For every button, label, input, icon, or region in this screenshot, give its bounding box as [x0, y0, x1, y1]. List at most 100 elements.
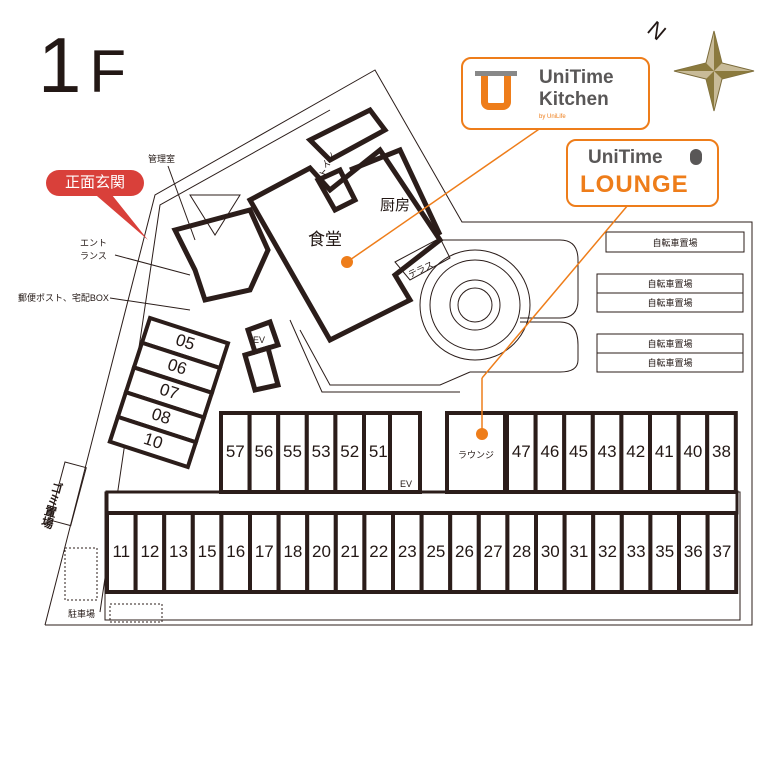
room-outline	[305, 511, 338, 594]
lounge-leader-line	[481, 204, 629, 379]
entrance-label: ランス	[80, 251, 107, 261]
room-number: 27	[484, 542, 503, 561]
ev-label: EV	[400, 479, 412, 489]
entrance-badge-pointer	[90, 190, 148, 240]
room-number: 26	[455, 542, 474, 561]
bike-parking-label: 自転車置場	[652, 237, 697, 248]
room: 15	[190, 511, 224, 594]
mailbox-leader-line	[109, 297, 191, 311]
room-number: 51	[369, 442, 388, 461]
room: 21	[333, 511, 367, 594]
room: 17	[248, 511, 281, 594]
garbage-area	[48, 461, 87, 527]
room-number: 06	[165, 355, 189, 379]
ev-label: EV	[253, 335, 265, 345]
room-number: 30	[541, 542, 560, 561]
pot-u-icon	[481, 75, 511, 110]
lounge-room	[445, 411, 507, 494]
room: 08	[115, 389, 207, 445]
room-outline	[591, 511, 624, 594]
room-number: 32	[598, 542, 617, 561]
dining-building	[171, 106, 451, 344]
room-outline	[276, 411, 309, 494]
room: 13	[162, 511, 195, 594]
room-number: 57	[226, 442, 245, 461]
dining-marker	[341, 256, 353, 268]
room-number: 22	[369, 542, 388, 561]
room-number: 25	[426, 542, 445, 561]
room-number: 15	[198, 542, 217, 561]
compass-north: N	[643, 16, 671, 45]
room-number: 21	[341, 542, 360, 561]
parking-space	[109, 603, 163, 623]
room: 46	[533, 411, 567, 494]
room-outline	[590, 411, 624, 494]
kitchen-label: 厨房	[380, 197, 410, 214]
room-number: 23	[398, 542, 417, 561]
pot-lid-icon	[475, 71, 517, 76]
room-number: 18	[283, 542, 302, 561]
management-leader-line	[167, 165, 196, 241]
room: 20	[305, 511, 338, 594]
management-label: 管理室	[148, 153, 175, 164]
lounge-label: ラウンジ	[458, 450, 494, 460]
room: 12	[133, 511, 167, 594]
courtyard	[289, 239, 579, 393]
parking-label: 駐車場	[68, 608, 95, 619]
site-inner-line	[99, 109, 331, 613]
room-number: 17	[255, 542, 274, 561]
room-number: 10	[141, 429, 165, 453]
room-outline	[448, 511, 481, 594]
room-outline	[419, 511, 453, 594]
site-boundary	[44, 69, 753, 626]
room-number: 20	[312, 542, 331, 561]
kitchen-logo-line1: UniTime	[539, 67, 614, 88]
room: 53	[304, 411, 338, 494]
room: 56	[247, 411, 281, 494]
room-number: 35	[655, 542, 674, 561]
entrance-badge: 正面玄関	[46, 170, 144, 196]
room-number: 43	[598, 442, 617, 461]
kitchen-logo-byline: by UniLife	[539, 114, 566, 120]
room-number: 37	[712, 542, 731, 561]
room: 31	[562, 511, 596, 594]
kitchen-logo: UniTime Kitchen by UniLife	[461, 57, 650, 130]
room-number: 45	[569, 442, 588, 461]
room-outline	[219, 411, 252, 494]
room-number: 31	[569, 542, 588, 561]
mailbox-label: 郵便ポスト、宅配BOX	[18, 292, 109, 303]
room: 36	[677, 511, 710, 594]
bike-parking-label: 自転車置場	[647, 357, 692, 368]
room: 52	[333, 411, 366, 494]
room-number: 47	[512, 442, 531, 461]
entrance-leader-line	[114, 254, 191, 276]
room-outline	[705, 411, 738, 494]
room: 42	[619, 411, 653, 494]
room-outline	[190, 511, 224, 594]
lounge-logo-line2: LOUNGE	[580, 171, 689, 198]
room-number: 40	[683, 442, 702, 461]
room-number: 16	[226, 542, 245, 561]
room: 27	[476, 511, 510, 594]
room-number: 38	[712, 442, 731, 461]
room: 18	[276, 511, 310, 594]
kitchen-leader-line	[346, 124, 546, 263]
room-number: 55	[283, 442, 302, 461]
room-outline	[562, 511, 596, 594]
room-number: 53	[312, 442, 331, 461]
bike-parking-label: 自転車置場	[647, 297, 692, 308]
room-number: 41	[655, 442, 674, 461]
room: 10	[107, 414, 199, 470]
room-outline	[107, 414, 199, 470]
bike-parking-label: 自転車置場	[647, 338, 692, 349]
room: 45	[562, 411, 595, 494]
lounge-logo: UniTime LOUNGE	[566, 139, 719, 207]
room-outline	[676, 411, 710, 494]
room-number: 46	[540, 442, 559, 461]
room-outline	[705, 511, 739, 594]
kitchen-logo-line2: Kitchen	[539, 89, 609, 110]
